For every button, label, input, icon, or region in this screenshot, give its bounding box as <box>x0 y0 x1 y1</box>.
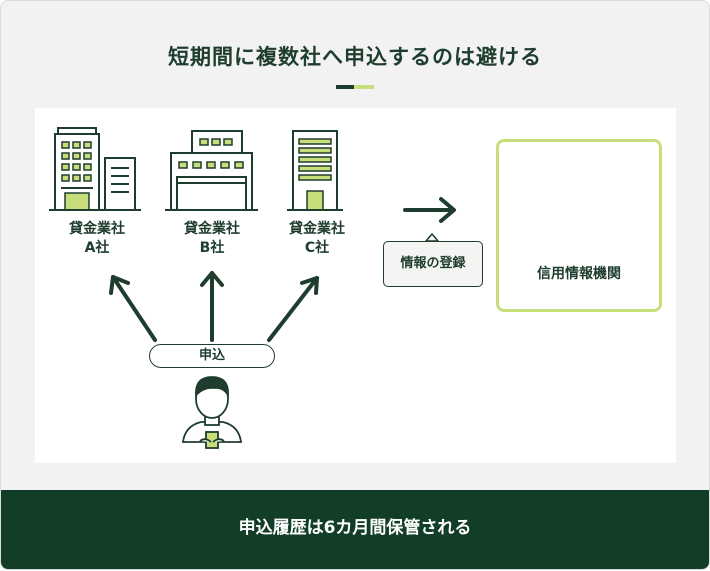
credit-agency-box <box>496 139 662 312</box>
page-title: 短期間に複数社へ申込するのは避ける <box>168 45 542 69</box>
lender-a-name: 貸金業社 <box>69 221 125 237</box>
lender-c-suffix: C社 <box>304 240 330 256</box>
lender-b-label: 貸金業社 B社 <box>160 220 264 258</box>
lender-b-name: 貸金業社 <box>184 221 240 237</box>
lender-b-suffix: B社 <box>199 240 225 256</box>
lender-c-label: 貸金業社 C社 <box>265 220 369 258</box>
building-a-icon <box>49 127 141 211</box>
apply-pill: 申込 <box>149 344 275 368</box>
lender-c-name: 貸金業社 <box>289 221 345 237</box>
building-b-icon <box>165 130 258 211</box>
person-icon <box>181 376 243 449</box>
building-c-icon <box>287 130 343 211</box>
callout-pointer <box>424 232 440 242</box>
lender-a-label: 貸金業社 A社 <box>45 220 149 258</box>
apply-arrows <box>109 271 319 342</box>
arrow-right-icon <box>403 197 456 223</box>
register-callout: 情報の登録 <box>383 241 483 287</box>
footer-banner: 申込履歴は6カ月間保管される <box>1 490 709 569</box>
lender-a-suffix: A社 <box>84 240 110 256</box>
title-underline-lime <box>354 85 374 89</box>
title-underline-dark <box>336 85 354 89</box>
credit-agency-label: 信用情報機関 <box>537 266 621 282</box>
